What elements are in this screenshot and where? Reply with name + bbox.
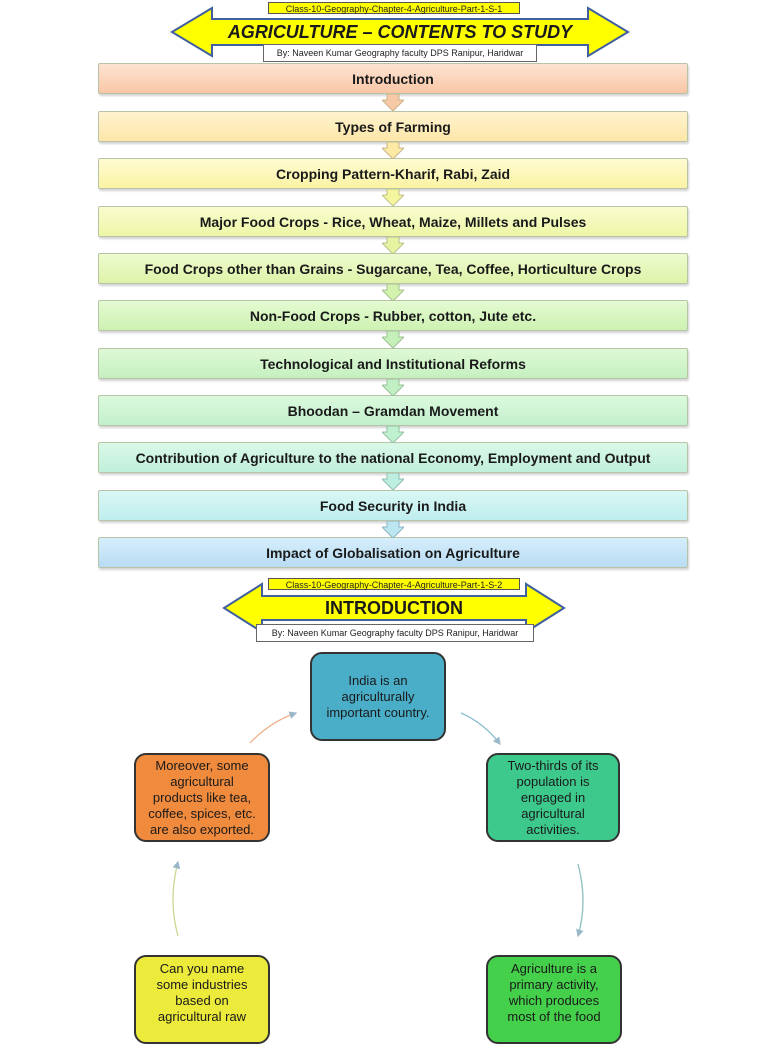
down-arrow-icon — [382, 284, 404, 301]
cycle-node-right: Two-thirds of its population is engaged … — [486, 753, 620, 842]
down-arrow-icon — [382, 237, 404, 254]
cycle-node-left: Moreover, some agricultural products lik… — [134, 753, 270, 842]
topic-contribution: Contribution of Agriculture to the natio… — [98, 442, 688, 473]
topic-globalisation: Impact of Globalisation on Agriculture — [98, 537, 688, 568]
topic-non-food-crops: Non-Food Crops - Rubber, cotton, Jute et… — [98, 300, 688, 331]
topic-bhoodan: Bhoodan – Gramdan Movement — [98, 395, 688, 426]
topic-introduction: Introduction — [98, 63, 688, 94]
cycle-node-bottom-left: Can you name some industries based on ag… — [134, 955, 270, 1044]
author-byline-2: By: Naveen Kumar Geography faculty DPS R… — [256, 624, 534, 642]
cycle-node-bottom-right: Agriculture is a primary activity, which… — [486, 955, 622, 1044]
down-arrow-icon — [382, 331, 404, 348]
topic-types-of-farming: Types of Farming — [98, 111, 688, 142]
slide-tag-1: Class-10-Geography-Chapter-4-Agriculture… — [268, 2, 520, 14]
down-arrow-icon — [382, 379, 404, 396]
author-byline-1: By: Naveen Kumar Geography faculty DPS R… — [263, 44, 537, 62]
down-arrow-icon — [382, 473, 404, 490]
topic-food-crops-other: Food Crops other than Grains - Sugarcane… — [98, 253, 688, 284]
topic-reforms: Technological and Institutional Reforms — [98, 348, 688, 379]
cycle-connectors — [172, 711, 584, 938]
down-arrow-icon — [382, 521, 404, 538]
topic-food-security: Food Security in India — [98, 490, 688, 521]
cycle-node-top: India is an agriculturally important cou… — [310, 652, 446, 741]
down-arrow-icon — [382, 426, 404, 443]
topic-major-food-crops: Major Food Crops - Rice, Wheat, Maize, M… — [98, 206, 688, 237]
slide-tag-2: Class-10-Geography-Chapter-4-Agriculture… — [268, 578, 520, 590]
down-arrow-icon — [382, 94, 404, 111]
down-arrow-icon — [382, 189, 404, 206]
topic-cropping-pattern: Cropping Pattern-Kharif, Rabi, Zaid — [98, 158, 688, 189]
down-arrow-icon — [382, 142, 404, 159]
section-title-introduction: INTRODUCTION — [325, 598, 463, 618]
